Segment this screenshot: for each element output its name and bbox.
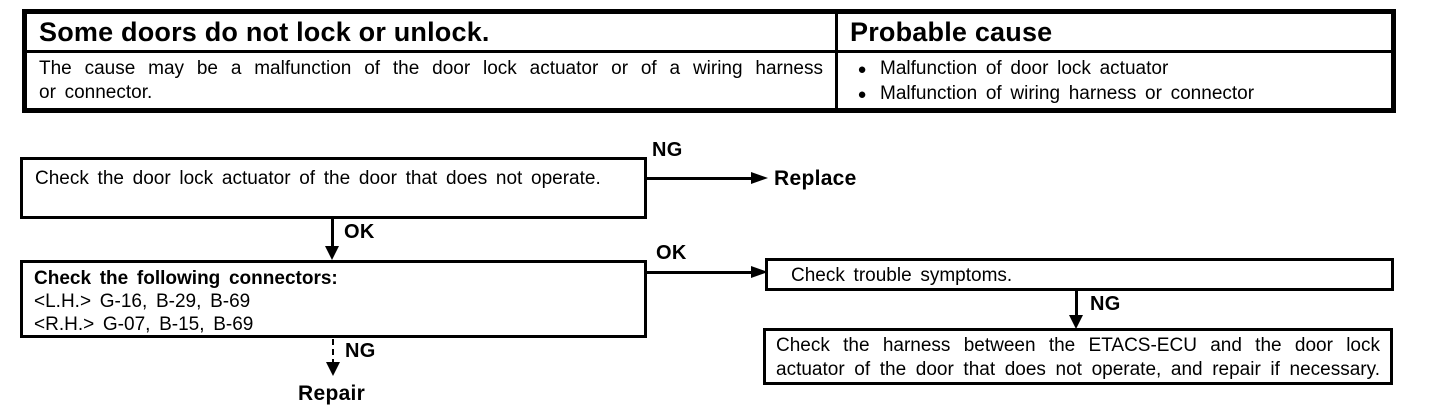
check-actuator-box: Check the door lock actuator of the door… [20, 157, 647, 219]
ok-label-step1: OK [344, 221, 375, 243]
check-harness-box: Check the harness between the ETACS-ECU … [763, 328, 1393, 385]
arrow-line-step1-ok [331, 219, 334, 251]
arrow-line-step2-ok [647, 271, 753, 274]
cause-item-label: Malfunction of wiring harness or connect… [880, 83, 1255, 104]
arrow-down-icon [326, 362, 340, 376]
repair-result: Repair [298, 382, 366, 405]
symptom-description: The cause may be a malfunction of the do… [27, 53, 838, 108]
check-connectors-box: Check the following connectors: <L.H.> G… [20, 260, 647, 338]
cause-item-label: Malfunction of door lock actuator [880, 58, 1169, 79]
check-actuator-text: Check the door lock actuator of the door… [35, 168, 601, 189]
symptom-description-line2: or connector. [39, 82, 153, 103]
check-symptoms-box: Check trouble symptoms. [765, 258, 1394, 291]
symptom-description-line1: The cause may be a malfunction of the do… [39, 58, 823, 79]
check-symptoms-text: Check trouble symptoms. [791, 265, 1013, 286]
check-connectors-lh: <L.H.> G-16, B-29, B-69 [34, 291, 251, 312]
replace-result: Replace [774, 167, 857, 190]
arrow-down-icon [325, 246, 339, 260]
probable-cause-header: Probable cause [838, 14, 1391, 53]
bullet-icon: ● [857, 86, 867, 103]
ng-label-step2: NG [345, 340, 376, 362]
cause-item: ● Malfunction of wiring harness or conne… [844, 82, 1377, 107]
arrow-down-icon [1069, 315, 1083, 329]
bullet-icon: ● [857, 61, 867, 78]
ng-label-step3: NG [1090, 293, 1121, 315]
arrow-line-step3-ng [1075, 291, 1078, 320]
check-connectors-title: Check the following connectors: [34, 268, 338, 289]
arrow-right-icon [751, 172, 768, 184]
arrow-line-step1-ng [647, 177, 753, 180]
ok-label-step2: OK [656, 242, 687, 264]
arrow-line-step2-ng [332, 339, 334, 365]
diagnosis-table: Some doors do not lock or unlock. Probab… [22, 9, 1396, 113]
check-harness-line1: Check the harness between the ETACS-ECU … [776, 335, 1380, 356]
arrow-right-icon [751, 266, 768, 278]
ng-label-step1: NG [652, 139, 683, 161]
cause-item: ● Malfunction of door lock actuator [844, 57, 1377, 82]
check-harness-line2: actuator of the door that does not opera… [776, 359, 1380, 380]
check-connectors-rh: <R.H.> G-07, B-15, B-69 [34, 314, 254, 335]
probable-cause-list: ● Malfunction of door lock actuator ● Ma… [838, 53, 1391, 108]
symptom-header: Some doors do not lock or unlock. [27, 14, 838, 53]
